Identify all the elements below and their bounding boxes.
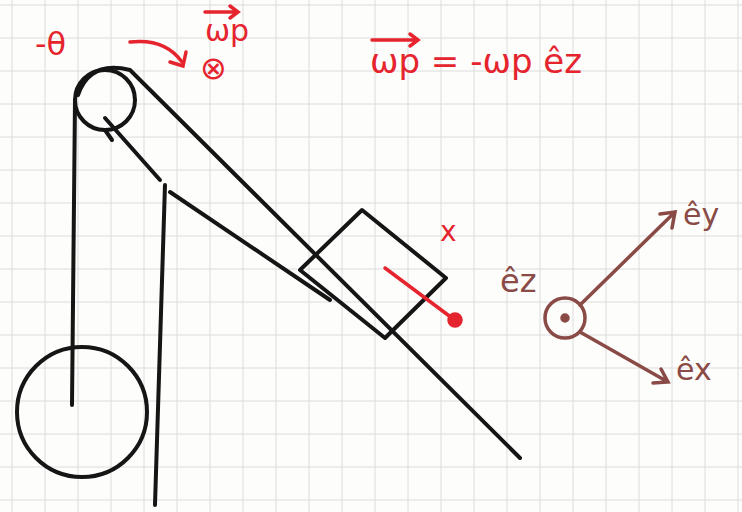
grid-line: [0, 5, 742, 6]
rope: [72, 100, 75, 405]
axis-dot: [562, 315, 568, 321]
grid-line: [606, 0, 607, 512]
incline-surface: [170, 192, 330, 300]
grid-line: [0, 236, 742, 237]
grid-line: [0, 401, 742, 402]
grid-line: [0, 335, 742, 336]
axis-arrow: [580, 332, 668, 383]
grid-line: [0, 38, 742, 39]
grid-line: [243, 0, 244, 512]
grid-line: [0, 302, 742, 303]
vector-label: ωp: [205, 16, 249, 46]
grid-line: [78, 0, 79, 512]
support-post: [155, 185, 165, 505]
grid-line: [0, 467, 742, 468]
grid-line: [672, 0, 673, 512]
grid-line: [177, 0, 178, 512]
grid-line: [0, 500, 742, 501]
coordinate-label: x: [440, 218, 457, 246]
wheel: [17, 347, 147, 477]
grid-line: [111, 0, 112, 512]
grid-line: [0, 170, 742, 171]
axis-label: êy: [683, 200, 719, 230]
pulley-axle: [105, 130, 112, 140]
axis-label: êx: [676, 355, 712, 385]
incline-top: [78, 68, 520, 458]
grid-line: [0, 269, 742, 270]
grid-line: [276, 0, 277, 512]
rope: [105, 118, 160, 180]
grid-line: [0, 368, 742, 369]
rotation-arrow: [130, 41, 182, 62]
grid-line: [639, 0, 640, 512]
grid-line: [705, 0, 706, 512]
x-arrow: [385, 268, 452, 318]
axes: [545, 212, 675, 383]
direction-symbol: ⊗: [200, 52, 227, 84]
grid-line: [0, 104, 742, 105]
grid-line: [342, 0, 343, 512]
grid-line: [12, 0, 13, 512]
equation: ωp = -ωp êz: [370, 44, 582, 78]
block: [300, 210, 446, 338]
grid-line: [0, 434, 742, 435]
grid-line: [309, 0, 310, 512]
grid-line: [0, 203, 742, 204]
angle-label: -θ: [35, 28, 66, 60]
incline-drawing: [17, 68, 520, 505]
axis-label: êz: [500, 265, 536, 297]
grid-line: [738, 0, 739, 512]
grid-line: [45, 0, 46, 512]
arrow-dot: [449, 314, 461, 326]
axis-arrow: [580, 212, 675, 305]
arrow-head: [170, 52, 186, 66]
